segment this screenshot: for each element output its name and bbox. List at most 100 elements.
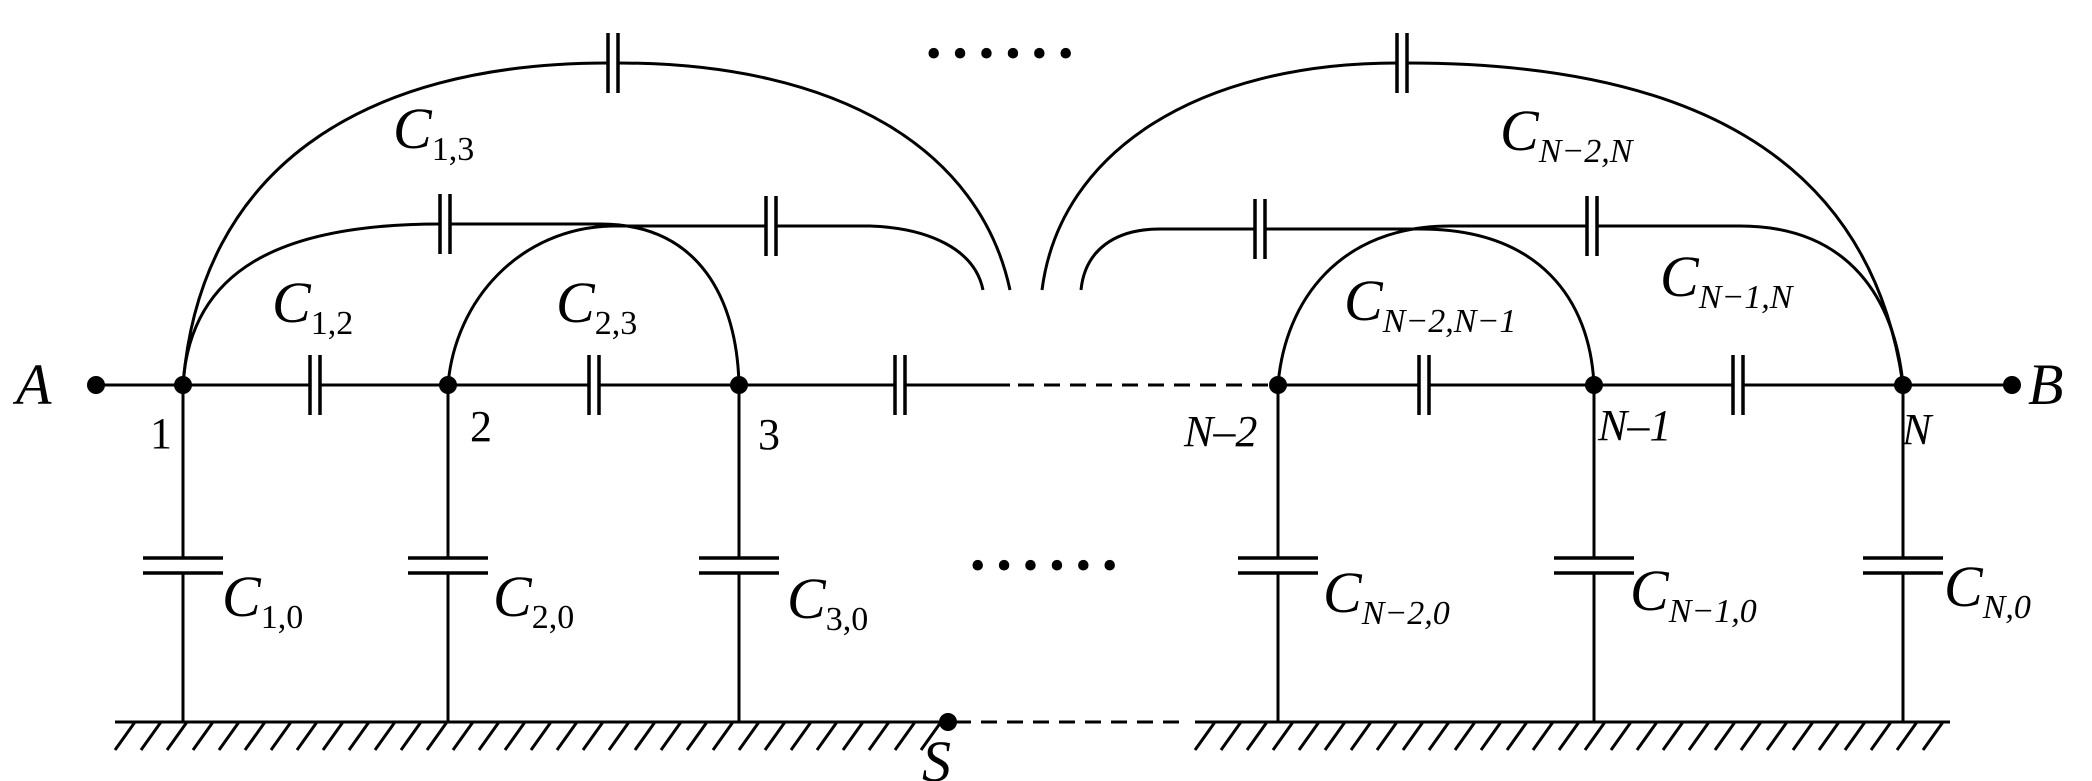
ground-hatch-stroke: [139, 721, 163, 751]
terminal-b-dot: [2003, 376, 2021, 394]
node-2-dot: [439, 376, 457, 394]
ground-hatch-stroke: [737, 721, 761, 751]
node-n1-dot: [1585, 376, 1603, 394]
ground-hatch-stroke: [763, 721, 787, 751]
ellipsis-top: • • • • • •: [926, 29, 1073, 78]
ground-hatch-stroke: [1739, 721, 1763, 751]
ground-hatch-stroke: [1297, 721, 1321, 751]
terminal-a-label: A: [12, 352, 52, 417]
terminal-b-label: B: [2028, 352, 2063, 417]
ground-hatch-stroke: [1791, 721, 1815, 751]
shunt-cn20: [1238, 385, 1318, 722]
ground-hatch-stroke: [1661, 721, 1685, 751]
ground-hatch-stroke: [1505, 721, 1529, 751]
arc-left-of-n2: [1079, 199, 1596, 386]
ground-hatch-stroke: [217, 721, 241, 751]
ground-hatch-stroke: [1349, 721, 1373, 751]
arc-c13: [181, 194, 741, 386]
ground-hatch-stroke: [1323, 721, 1347, 751]
ground-hatch-stroke: [1817, 721, 1841, 751]
ground-hatch-stroke: [165, 721, 189, 751]
ground-hatch-stroke: [529, 721, 553, 751]
ground-hatch-stroke: [1713, 721, 1737, 751]
capacitor-c12: [308, 355, 322, 415]
ground-hatch-stroke: [1921, 721, 1945, 751]
ground-hatch-stroke: [1895, 721, 1919, 751]
ground-hatch-stroke: [269, 721, 293, 751]
ground-hatch-stroke: [1557, 721, 1581, 751]
ground-hatch-stroke: [633, 721, 657, 751]
ground-hatch-stroke: [1427, 721, 1451, 751]
ground-hatch-stroke: [1453, 721, 1477, 751]
label-cn1n: CN−1,N: [1660, 244, 1795, 316]
ground-hatch-stroke: [919, 721, 943, 751]
shunt-cn0: [1863, 385, 1943, 722]
ground-hatch-stroke: [841, 721, 865, 751]
ground-hatch-stroke: [1193, 721, 1217, 751]
ground-hatch-stroke: [867, 721, 891, 751]
capacitor-cn2n1: [1417, 355, 1431, 415]
ground-hatch-stroke: [1479, 721, 1503, 751]
ground-hatch-stroke: [1843, 721, 1867, 751]
capacitor-c23: [587, 355, 601, 415]
shunt-c10: [143, 385, 223, 722]
arc-long-right: [1040, 33, 1905, 386]
node-n-label: N: [1901, 405, 1934, 454]
ground-plane: [113, 720, 1950, 751]
capacitor-cn1n: [1731, 355, 1745, 415]
ground-hatch-stroke: [1245, 721, 1269, 751]
ground-hatch-stroke: [477, 721, 501, 751]
ground-hatch-stroke: [425, 721, 449, 751]
ground-hatch-stroke: [191, 721, 215, 751]
node-1-dot: [174, 376, 192, 394]
capacitor-c3x: [893, 355, 907, 415]
ground-s-label: S: [922, 729, 951, 781]
ground-hatch-stroke: [373, 721, 397, 751]
ground-hatch-stroke: [1635, 721, 1659, 751]
ground-hatch-stroke: [243, 721, 267, 751]
label-c10: C1,0: [222, 564, 303, 636]
label-c20: C2,0: [493, 564, 574, 636]
ground-hatch-stroke: [503, 721, 527, 751]
node-1-label: 1: [150, 409, 172, 458]
ground-hatch-stroke: [321, 721, 345, 751]
shunt-c20: [408, 385, 488, 722]
ground-hatch-stroke: [711, 721, 735, 751]
ground-hatch-stroke: [659, 721, 683, 751]
ground-hatch-stroke: [1271, 721, 1295, 751]
ground-hatch-stroke: [1765, 721, 1789, 751]
ground-hatch-stroke: [295, 721, 319, 751]
ground-hatch-stroke: [451, 721, 475, 751]
ground-hatch-left: [113, 721, 943, 751]
ground-hatch-stroke: [1609, 721, 1633, 751]
ellipsis-middle: • • • • • •: [970, 541, 1117, 590]
ground-hatch-stroke: [581, 721, 605, 751]
label-cn10: CN−1,0: [1630, 558, 1757, 630]
node-2-label: 2: [470, 402, 492, 451]
node-n2-label: N–2: [1183, 407, 1257, 456]
ground-hatch-stroke: [1375, 721, 1399, 751]
node-3-dot: [730, 376, 748, 394]
label-cn0: CN,0: [1944, 554, 2031, 626]
ground-hatch-stroke: [1869, 721, 1893, 751]
ground-hatch-stroke: [1687, 721, 1711, 751]
terminal-a-dot: [87, 376, 105, 394]
ground-hatch-stroke: [113, 721, 137, 751]
label-c13: C1,3: [393, 96, 474, 168]
node-n-dot: [1894, 376, 1912, 394]
ground-hatch-stroke: [685, 721, 709, 751]
arc-long-left: [181, 33, 1012, 386]
ground-s-dot: [939, 713, 957, 731]
ground-hatch-stroke: [555, 721, 579, 751]
node-n1-label: N–1: [1597, 401, 1671, 450]
ground-hatch-stroke: [1219, 721, 1243, 751]
ground-hatch-stroke: [399, 721, 423, 751]
node-3-label: 3: [758, 410, 780, 459]
label-cn2n1: CN−2,N−1: [1344, 268, 1516, 340]
arc-c24: [446, 196, 985, 386]
node-n2-dot: [1269, 376, 1287, 394]
ground-hatch-stroke: [1401, 721, 1425, 751]
ground-hatch-stroke: [607, 721, 631, 751]
shunt-c30: [699, 385, 779, 722]
